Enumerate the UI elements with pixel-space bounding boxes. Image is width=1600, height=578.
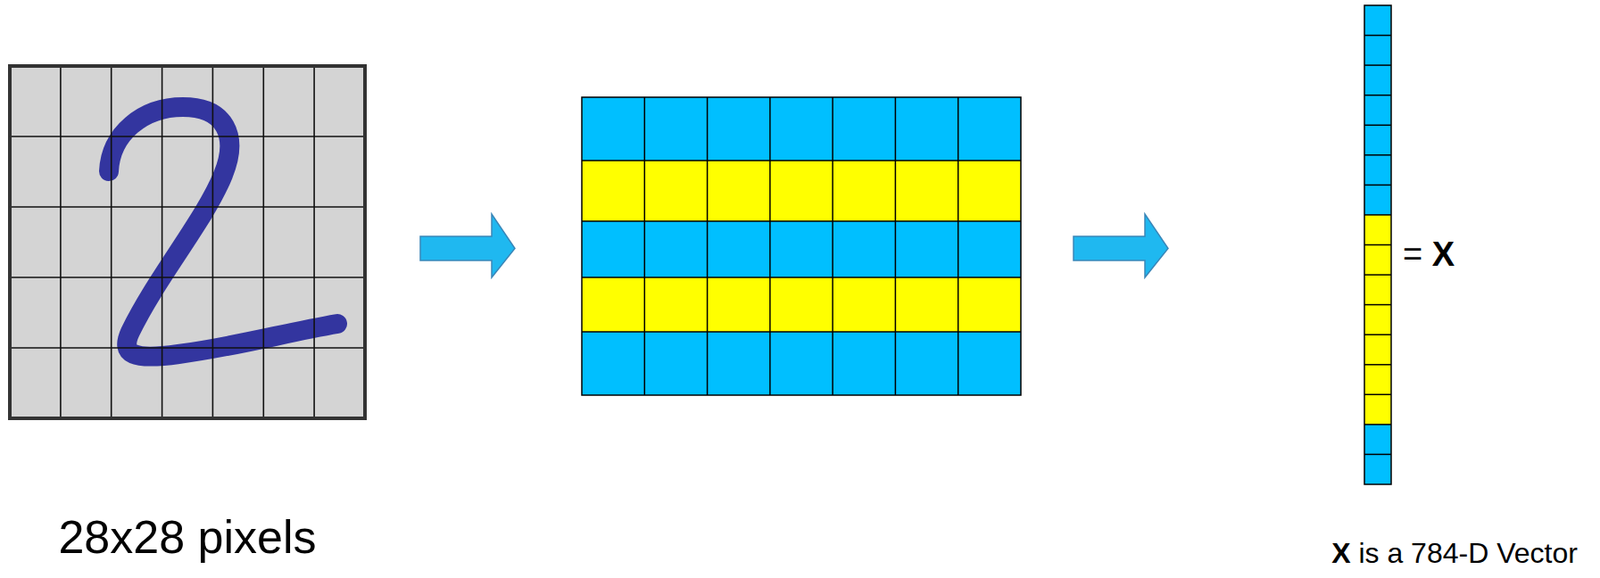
flow-arrow	[420, 214, 515, 278]
yellow-row	[581, 160, 1021, 222]
digit-image	[9, 66, 365, 419]
cell-lines	[1364, 35, 1392, 456]
cell-lines	[581, 97, 1021, 396]
blue-row	[581, 221, 1021, 278]
vector-column	[1364, 5, 1392, 485]
caption-label: 28x28 pixels	[58, 511, 316, 565]
bold-symbol: X	[1331, 537, 1351, 570]
blue-row	[581, 97, 1021, 161]
row-grid	[581, 97, 1021, 396]
pixel-grid	[9, 66, 365, 419]
blue-row	[581, 331, 1021, 396]
grid-border	[581, 97, 1021, 396]
image-border	[9, 66, 365, 419]
blue-segment	[1364, 5, 1392, 216]
blue-segment	[1364, 424, 1392, 485]
equation-label: = X	[1402, 235, 1455, 275]
yellow-segment	[1364, 215, 1392, 425]
vector-border	[1364, 5, 1392, 485]
digit-stroke	[108, 107, 338, 357]
image-ground	[9, 66, 365, 419]
bold-symbol: X	[1432, 235, 1455, 274]
flow-arrow	[1073, 214, 1169, 278]
caption-label: X is a 784-D Vector	[1331, 537, 1578, 571]
yellow-row	[581, 277, 1021, 332]
